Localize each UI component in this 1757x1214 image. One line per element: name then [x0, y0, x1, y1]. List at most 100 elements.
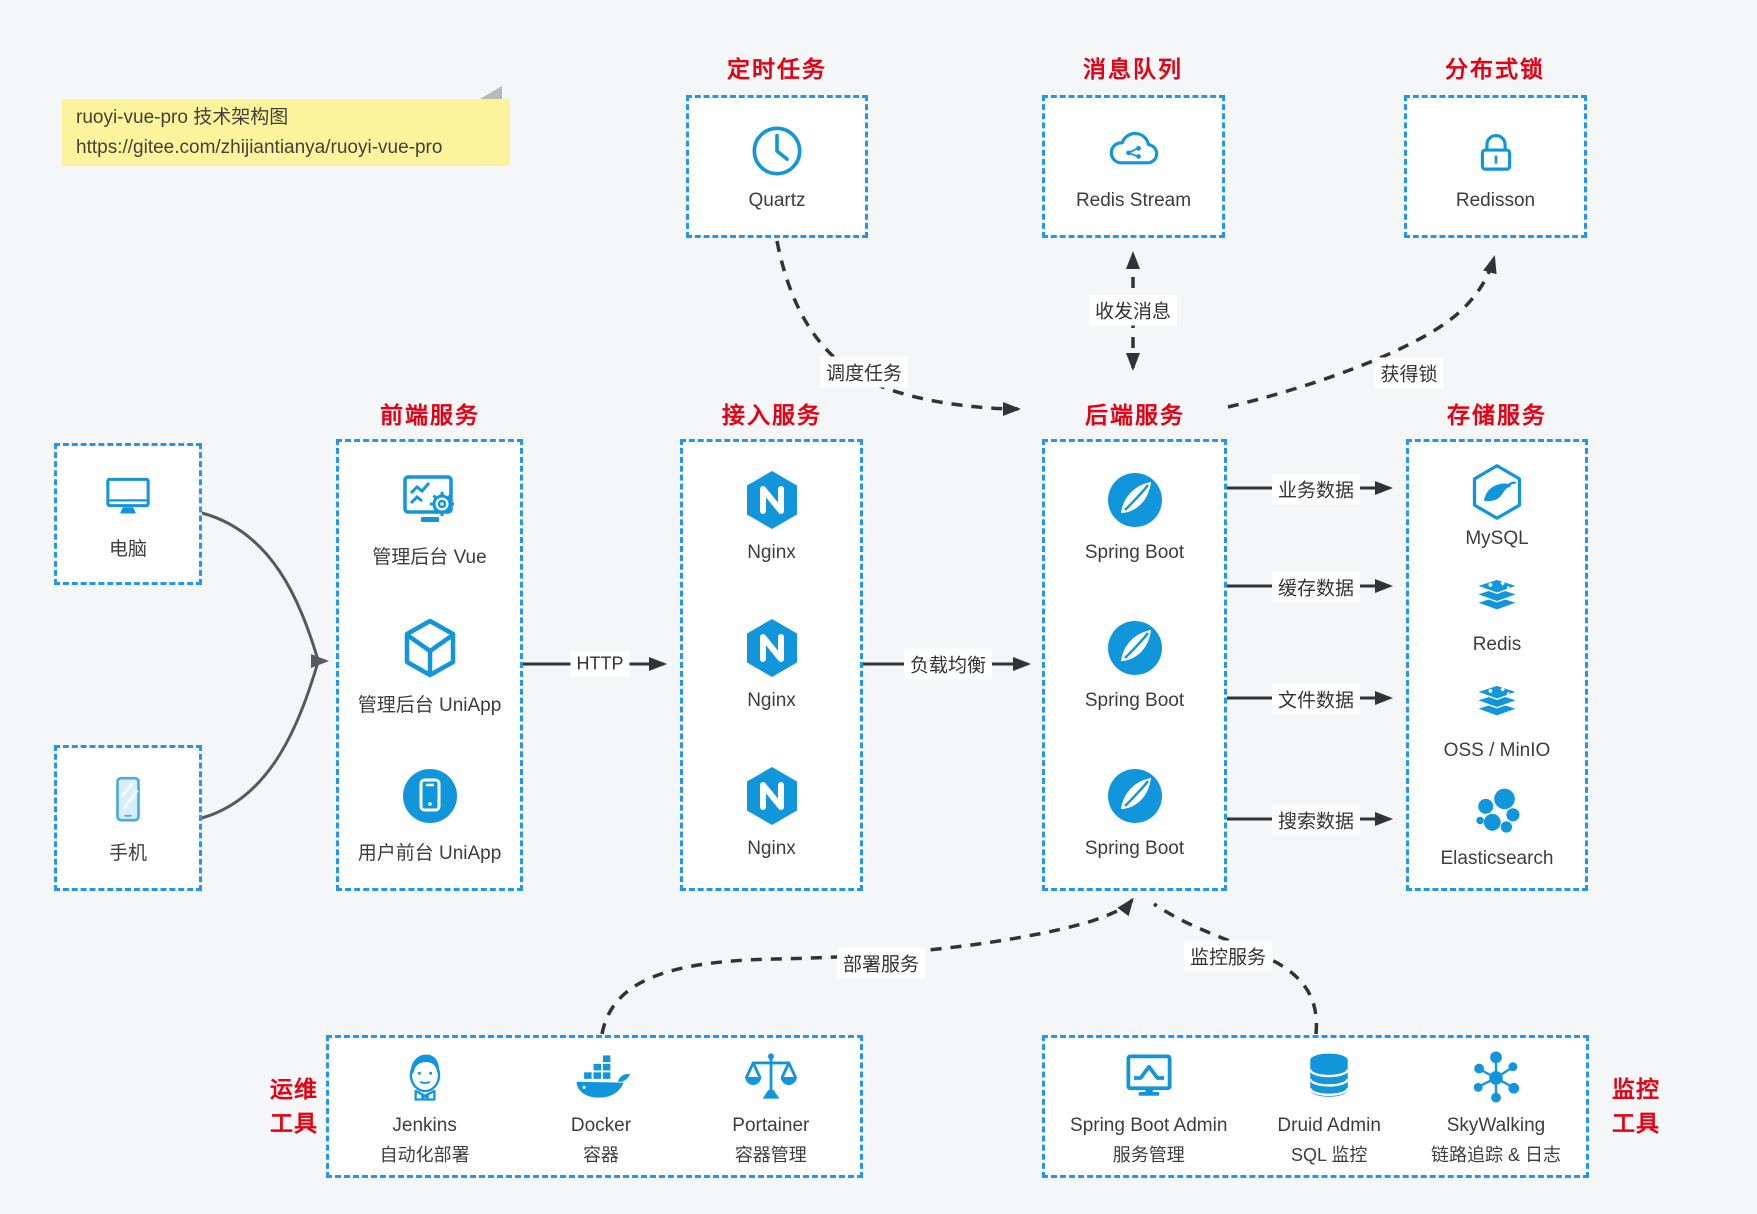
title-backend-services: 后端服务 [1085, 402, 1185, 428]
backend-item-springboot-1: Spring Boot [1045, 468, 1224, 564]
portainer-label: Portainer [732, 1114, 810, 1136]
ops-tools-box: Jenkins 自动化部署 Docker 容器 Portainer 容器管理 [326, 1035, 863, 1178]
oss-stack-icon [1467, 674, 1527, 734]
frontend-item-user-uniapp: 用户前台 UniApp [339, 764, 520, 865]
note-url: https://gitee.com/zhijiantianya/ruoyi-vu… [76, 137, 443, 158]
nginx-label: Nginx [747, 690, 796, 711]
access-item-nginx-2: Nginx [683, 616, 860, 712]
oss-minio-label: OSS / MinIO [1443, 740, 1551, 761]
phone-label: 手机 [108, 842, 147, 864]
user-uniapp-label: 用户前台 UniApp [357, 843, 502, 864]
uniapp-cube-icon [398, 616, 462, 680]
edge-label-http: HTTP [570, 651, 630, 677]
title-message-queue: 消息队列 [1083, 56, 1183, 82]
storage-item-elasticsearch: Elasticsearch [1409, 782, 1585, 870]
docker-label: Docker [570, 1114, 632, 1136]
skywalking-label: SkyWalking [1446, 1114, 1546, 1136]
storage-item-mysql: MySQL [1409, 462, 1585, 550]
note-fold-corner [480, 86, 502, 99]
nginx-label: Nginx [747, 838, 796, 859]
tool-item-druid-admin: Druid Admin SQL 监控 [1277, 1047, 1381, 1167]
spring-boot-admin-label: Spring Boot Admin [1070, 1114, 1228, 1136]
portainer-desc: 容器管理 [734, 1144, 807, 1165]
admin-vue-icon [398, 468, 462, 532]
backend-services-box: Spring Boot Spring Boot Spring Boot [1042, 439, 1227, 891]
edge-label-monitor-service: 监控服务 [1183, 940, 1273, 972]
skywalking-desc: 链路追踪 & 日志 [1430, 1144, 1561, 1165]
frontend-services-box: 管理后台 Vue 管理后台 UniApp 用户前台 UniApp [336, 439, 523, 891]
note-title: ruoyi-vue-pro 技术架构图 [76, 107, 289, 128]
druid-admin-desc: SQL 监控 [1290, 1144, 1368, 1165]
jenkins-label: Jenkins [392, 1114, 457, 1136]
elasticsearch-label: Elasticsearch [1440, 848, 1554, 869]
quartz-box: Quartz [686, 95, 868, 238]
frontend-item-admin-vue: 管理后台 Vue [339, 468, 520, 569]
phone-client-box: 手机 [54, 745, 202, 891]
tool-item-jenkins: Jenkins 自动化部署 [380, 1047, 470, 1167]
title-distributed-lock: 分布式锁 [1445, 56, 1545, 82]
jenkins-icon [395, 1047, 455, 1107]
skywalking-icon [1466, 1047, 1526, 1107]
edge-label-send-receive-message: 收发消息 [1088, 294, 1178, 326]
nginx-icon [740, 468, 804, 532]
sticky-note: ruoyi-vue-pro 技术架构图 https://gitee.com/zh… [62, 86, 510, 166]
storage-item-oss-minio: OSS / MinIO [1409, 674, 1585, 762]
title-access-services: 接入服务 [722, 402, 822, 428]
backend-item-springboot-2: Spring Boot [1045, 616, 1224, 712]
spring-boot-icon [1103, 468, 1167, 532]
access-item-nginx-1: Nginx [683, 468, 860, 564]
cloud-stream-icon [1105, 122, 1163, 180]
monitor-title-line1: 监控 [1612, 1076, 1660, 1102]
tool-item-docker: Docker 容器 [571, 1047, 631, 1167]
spring-boot-icon [1103, 616, 1167, 680]
ops-title-line2: 工具 [270, 1110, 318, 1136]
mysql-label: MySQL [1465, 528, 1529, 549]
edge-acquire-lock [1227, 255, 1497, 409]
tool-item-portainer: Portainer 容器管理 [732, 1047, 809, 1167]
mobile-icon [100, 772, 156, 828]
portainer-icon [741, 1047, 801, 1107]
computer-client-box: 电脑 [54, 443, 202, 585]
edge-label-search-data: 搜索数据 [1271, 804, 1361, 836]
nginx-icon [740, 764, 804, 828]
spring-boot-admin-desc: 服务管理 [1112, 1144, 1185, 1165]
edge-computer-to-frontend [200, 511, 320, 662]
storage-services-box: MySQL Redis OSS / MinIO Elasticsearch [1406, 439, 1588, 891]
nginx-icon [740, 616, 804, 680]
druid-icon [1299, 1047, 1359, 1107]
spring-boot-label: Spring Boot [1084, 542, 1185, 563]
title-ops-tools: 运维 工具 [258, 1072, 330, 1140]
desktop-icon [100, 468, 156, 524]
title-frontend-services: 前端服务 [380, 402, 480, 428]
monitor-title-line2: 工具 [1612, 1110, 1660, 1136]
edge-label-cache-data: 缓存数据 [1271, 571, 1361, 603]
tool-item-spring-boot-admin: Spring Boot Admin 服务管理 [1070, 1047, 1227, 1167]
ops-title-line1: 运维 [270, 1076, 318, 1102]
edge-label-deploy-service: 部署服务 [836, 947, 926, 979]
monitor-tools-box: Spring Boot Admin 服务管理 Druid Admin SQL 监… [1042, 1035, 1589, 1178]
druid-admin-label: Druid Admin [1277, 1114, 1381, 1136]
spring-boot-label: Spring Boot [1084, 838, 1185, 859]
title-storage-services: 存储服务 [1447, 402, 1547, 428]
title-scheduled-task: 定时任务 [727, 56, 827, 82]
access-item-nginx-3: Nginx [683, 764, 860, 860]
edge-label-acquire-lock: 获得锁 [1374, 357, 1444, 389]
redis-stream-box: Redis Stream [1042, 95, 1225, 238]
elasticsearch-icon [1467, 782, 1527, 842]
lock-icon [1467, 122, 1525, 180]
docker-desc: 容器 [582, 1144, 619, 1165]
admin-vue-label: 管理后台 Vue [372, 547, 487, 568]
docker-icon [571, 1047, 631, 1107]
edge-label-schedule-job: 调度任务 [819, 356, 909, 388]
redisson-box: Redisson [1404, 95, 1587, 238]
redis-label: Redis [1472, 634, 1522, 655]
jenkins-desc: 自动化部署 [379, 1144, 470, 1165]
spring-boot-label: Spring Boot [1084, 690, 1185, 711]
clock-icon [748, 122, 806, 180]
edge-label-business-data: 业务数据 [1271, 473, 1361, 505]
access-services-box: Nginx Nginx Nginx [680, 439, 863, 891]
spring-boot-admin-icon [1119, 1047, 1179, 1107]
title-monitor-tools: 监控 工具 [1600, 1072, 1672, 1140]
edge-label-file-data: 文件数据 [1271, 683, 1361, 715]
